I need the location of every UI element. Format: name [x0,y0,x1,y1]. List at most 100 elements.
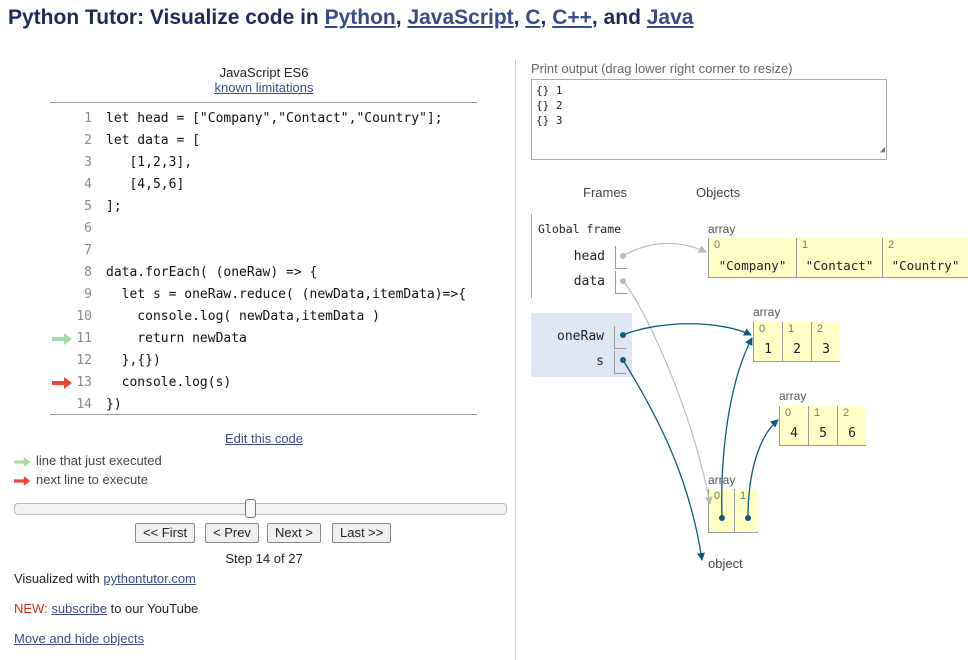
line-number: 8 [84,265,92,280]
pythontutor-link[interactable]: pythontutor.com [103,571,196,586]
title-sep: , [513,6,526,29]
subscribe-link[interactable]: subscribe [51,601,107,616]
code-text: data.forEach( (oneRaw) => { [106,265,318,280]
next-button[interactable]: Next > [267,523,321,543]
known-limitations-link[interactable]: known limitations [214,80,314,95]
python-link[interactable]: Python [324,6,396,29]
prev-button[interactable]: < Prev [205,523,259,543]
code-line: 3 [1,2,3], [50,152,477,174]
code-line: 4 [4,5,6] [50,174,477,196]
code-text: let data = [ [106,133,200,148]
line-number: 10 [76,309,92,324]
line-number: 6 [84,221,92,236]
array-index: 1 [740,490,747,502]
edit-code-link[interactable]: Edit this code [224,431,304,446]
code-line: 9 let s = oneRaw.reduce( (newData,itemDa… [50,284,477,306]
code-line: 5]; [50,196,477,218]
head-array-label: array [708,222,736,236]
array-value: 3 [822,342,830,357]
array-index: 1 [814,407,821,419]
code-line: 1 let head = ["Company","Contact","Countr… [50,108,477,130]
print-output-box[interactable]: {} 1 {} 2 {} 3 ◢ [531,79,887,160]
visualized-with-text: Visualized with [14,571,104,586]
java-link[interactable]: Java [646,6,694,29]
array-index: 0 [714,239,721,251]
array-value: 4 [790,426,798,441]
code-text: let head = ["Company","Contact","Country… [106,111,443,126]
head-pointer-arrow [622,242,707,257]
data-array-label: array [708,473,736,487]
code-bottom-divider [50,414,477,415]
panel-divider [515,60,516,660]
cpp-link[interactable]: C++ [552,6,592,29]
next-line-arrow-icon [52,377,72,389]
stack-frame[interactable]: oneRaw s [531,313,632,377]
step-counter: Step 14 of 27 [225,551,303,566]
c-link[interactable]: C [525,6,541,29]
youtube-text: to our YouTube [106,601,199,616]
line-number: 1 [84,111,92,126]
output-line: {} 3 [536,114,563,127]
oneRaw-pointer-arrow [622,323,752,336]
just-executed-arrow-icon [52,333,72,345]
array-index: 0 [785,407,792,419]
slider-handle[interactable] [245,499,256,518]
array-index: 0 [714,490,721,502]
page-title: Python Tutor: Visualize code in Python , … [8,6,693,30]
youtube-notice: NEW: subscribe to our YouTube [14,601,198,616]
array-cell: 2"Country" [882,238,968,278]
array-value: 5 [819,426,827,441]
output-line: {} 1 [536,84,563,97]
line-number: 13 [76,375,92,390]
array-value: 1 [764,342,772,357]
code-text: return newData [106,331,247,346]
array-index: 2 [888,239,895,251]
line-number: 2 [84,133,92,148]
red-arrow-icon [14,475,31,486]
var-head-pointer [615,246,627,269]
move-hide-objects-link[interactable]: Move and hide objects [14,631,145,646]
global-frame[interactable]: Global frame head data [531,214,633,298]
global-frame-title: Global frame [538,222,622,236]
last-button[interactable]: Last >> [332,523,392,543]
var-oneRaw: oneRaw [557,329,604,344]
code-text: console.log(s) [106,375,232,390]
code-line: 12 },{}) [50,350,477,372]
code-line: 6 [50,218,477,240]
green-arrow-icon [14,456,31,467]
step-slider[interactable] [14,499,507,518]
title-sep: , and [591,6,647,29]
code-line: 2 let data = [ [50,130,477,152]
known-limitations-row: known limitations [0,80,528,95]
var-head: head [573,249,605,264]
title-sep: , [395,6,408,29]
array-cell: 1 [734,489,758,533]
legend-just-executed: line that just executed [14,453,162,469]
line-number: 3 [84,155,92,170]
array-a-label: array [753,305,781,319]
resize-grip-icon[interactable]: ◢ [879,145,885,155]
title-prefix: Python Tutor: Visualize code in [8,6,325,29]
legend-next-line: next line to execute [14,472,148,488]
array-index: 1 [802,239,809,251]
javascript-link[interactable]: JavaScript [407,6,514,29]
first-button[interactable]: << First [135,523,196,543]
line-number: 12 [76,353,92,368]
var-oneRaw-pointer [614,326,626,349]
edit-code-row: Edit this code [0,431,528,446]
object-label: object [708,556,743,571]
code-line: 10 console.log( newData,itemData ) [50,306,477,328]
line-number: 7 [84,243,92,258]
array-b-label: array [779,389,807,403]
head-array[interactable]: 0"Company" 1"Contact" 2"Country" [708,238,968,278]
data-array[interactable]: 0 1 [708,489,758,533]
title-sep: , [540,6,553,29]
var-s: s [596,354,604,369]
